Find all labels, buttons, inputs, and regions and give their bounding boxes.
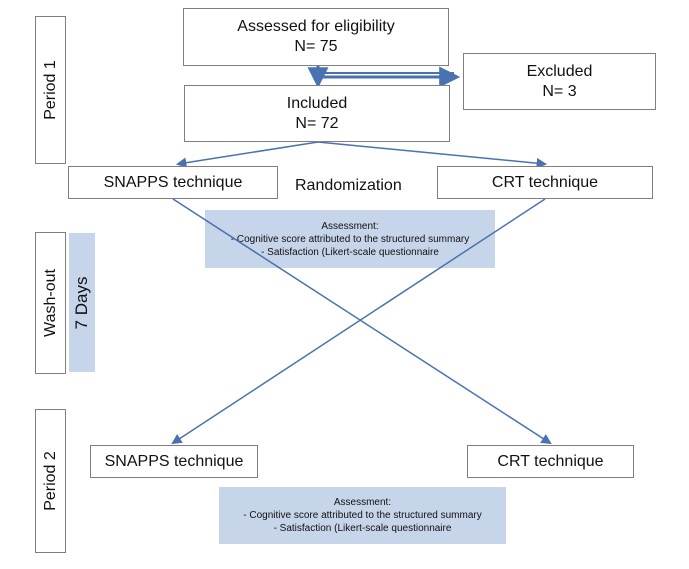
included-count: N= 72 xyxy=(295,114,339,132)
assessment-1-title: Assessment: xyxy=(321,220,379,232)
eligibility-count: N= 75 xyxy=(294,38,338,55)
arrow-to-snapps-top xyxy=(175,141,319,168)
snapps-bottom-box: SNAPPS technique xyxy=(90,445,258,478)
assessment-block-2: Assessment: - Cognitive score attributed… xyxy=(219,487,506,544)
days-box: 7 Days xyxy=(69,233,95,372)
snapps-top-label: SNAPPS technique xyxy=(103,173,243,191)
randomization-label: Randomization xyxy=(295,177,402,194)
crt-bottom-label: CRT technique xyxy=(497,452,604,470)
crt-bottom-box: CRT technique xyxy=(467,445,634,478)
arrow-to-crt-top xyxy=(317,141,548,169)
assessment-2-item-1: - Cognitive score attributed to the stru… xyxy=(243,510,482,521)
excluded-box: Excluded N= 3 xyxy=(463,53,656,110)
assessment-1-item-1: - Cognitive score attributed to the stru… xyxy=(230,233,470,245)
included-box: Included N= 72 xyxy=(184,85,450,142)
snapps-top-box: SNAPPS technique xyxy=(68,166,278,199)
period-1-box: Period 1 xyxy=(35,16,66,164)
assessment-2-item-2: - Satisfaction (Likert-scale questionnai… xyxy=(273,523,452,534)
assessment-block-1: Assessment: - Cognitive score attributed… xyxy=(205,210,495,268)
excluded-title: Excluded xyxy=(526,62,593,80)
included-title: Included xyxy=(286,94,348,112)
excluded-count: N= 3 xyxy=(542,82,577,100)
snapps-bottom-label: SNAPPS technique xyxy=(104,452,244,470)
period-2-box: Period 2 xyxy=(35,409,66,553)
washout-box: Wash-out xyxy=(35,232,66,374)
arrow-snapps-to-crt-bottom xyxy=(172,198,552,445)
crt-top-label: CRT technique xyxy=(491,173,599,191)
assessment-2-title: Assessment: xyxy=(333,497,392,508)
arrow-crt-to-snapps-bottom xyxy=(171,198,546,445)
assessment-1-item-2: - Satisfaction (Likert-scale questionnai… xyxy=(261,246,439,258)
eligibility-box: Assessed for eligibility N= 75 xyxy=(183,8,449,66)
crt-top-box: CRT technique xyxy=(437,166,653,199)
eligibility-title: Assessed for eligibility xyxy=(237,18,395,35)
